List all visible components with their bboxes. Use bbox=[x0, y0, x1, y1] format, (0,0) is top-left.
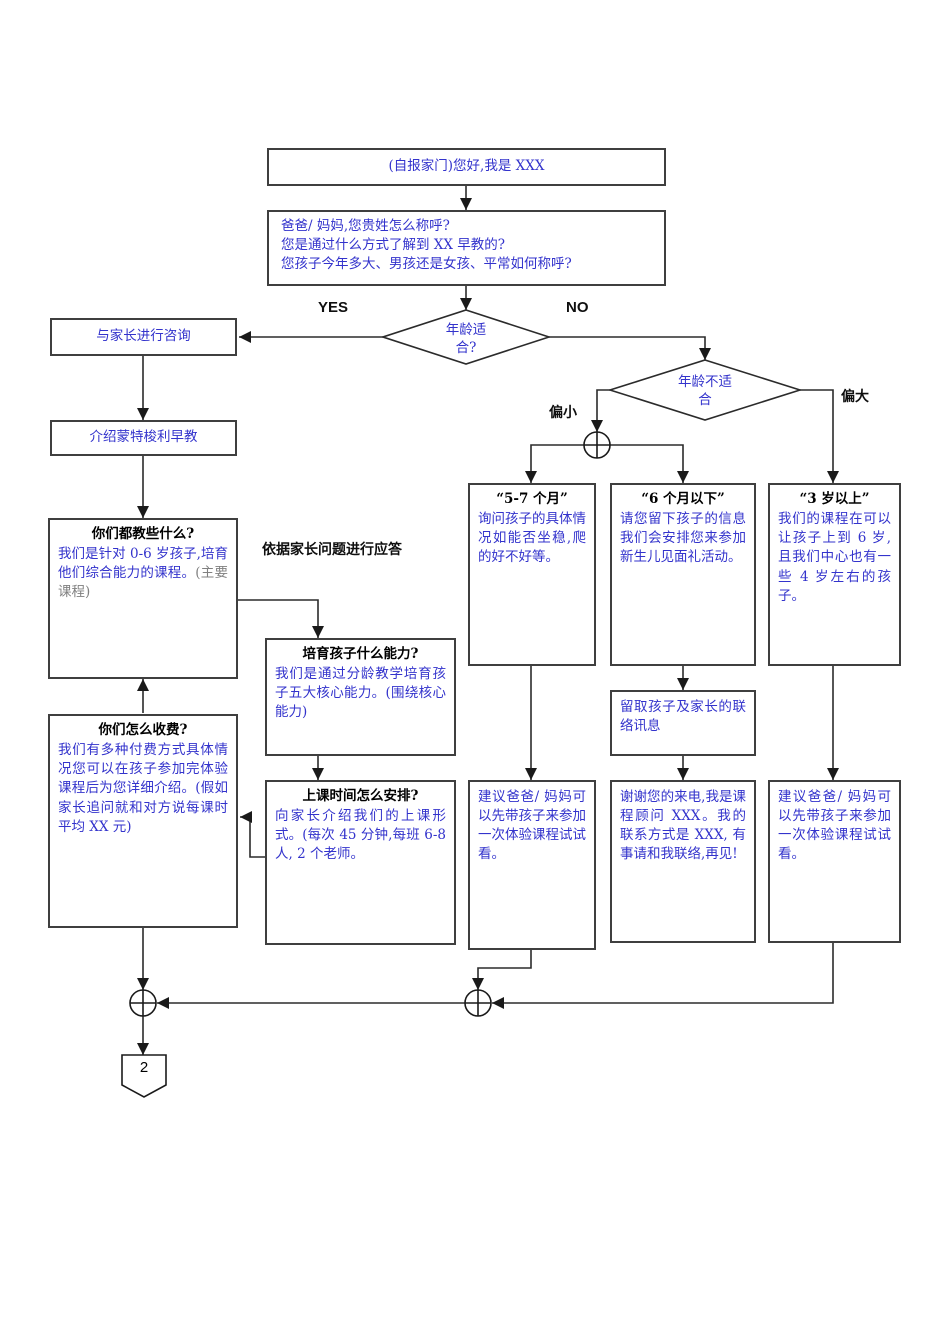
box-title: 培育孩子什么能力? bbox=[302, 646, 419, 662]
introduce-montessori-box: 介绍蒙特梭利早教 bbox=[50, 420, 237, 456]
box-body-note: (主要课程) bbox=[58, 565, 228, 601]
respond-to-questions-note: 依据家长问题进行应答 bbox=[262, 542, 402, 558]
box-body: 建议爸爸/ 妈妈可以先带孩子来参加一次体验课程试试看。 bbox=[478, 789, 586, 863]
offpage-connector-number: 2 bbox=[139, 1059, 149, 1076]
box-title: 你们怎么收费? bbox=[98, 722, 188, 738]
no-branch-label: NO bbox=[566, 299, 589, 316]
junction-plus-icon bbox=[464, 989, 492, 1017]
box-title: 你们都教些什么? bbox=[91, 526, 195, 542]
box-body: 请您留下孩子的信息我们会安排您来参加新生儿见面礼活动。 bbox=[620, 511, 746, 566]
box-body: 向家长介绍我们的上课形式。(每次 45 分钟,每班 6-8 人, 2 个老师。 bbox=[275, 808, 446, 863]
decision-line: 合 bbox=[698, 391, 712, 408]
keep-contact-info-box: 留取孩子及家长的联络讯息 bbox=[610, 690, 756, 756]
too-old-branch-label: 偏大 bbox=[841, 389, 869, 405]
box-body: 谢谢您的来电,我是课程顾问 XXX。我的联系方式是 XXX, 有事请和我联络,再… bbox=[620, 789, 746, 863]
junction-plus-icon bbox=[583, 431, 611, 459]
what-abilities-box: 培育孩子什么能力? 我们是通过分龄教学培育孩子五大核心能力。(围绕核心能力) bbox=[265, 638, 456, 756]
box-body: 询问孩子的具体情况如能否坐稳,爬的好不好等。 bbox=[478, 511, 586, 566]
box-body: 我们的课程在可以让孩子上到 6 岁,且我们中心也有一些 4 岁左右的孩子。 bbox=[778, 511, 891, 604]
box-title: “6 个月以下” bbox=[641, 491, 725, 507]
question-line: 爸爸/ 妈妈,您贵姓怎么称呼? bbox=[281, 218, 450, 234]
what-do-you-teach-box: 你们都教些什么? 我们是针对 0-6 岁孩子,培育他们综合能力的课程。(主要课程… bbox=[48, 518, 238, 679]
class-schedule-box: 上课时间怎么安排? 向家长介绍我们的上课形式。(每次 45 分钟,每班 6-8 … bbox=[265, 780, 456, 945]
age-5-7-months-box: “5-7 个月” 询问孩子的具体情况如能否坐稳,爬的好不好等。 bbox=[468, 483, 596, 666]
introduce-montessori-text: 介绍蒙特梭利早教 bbox=[89, 429, 198, 446]
consult-parent-box: 与家长进行咨询 bbox=[50, 318, 237, 356]
decision-age-unfit-label: 年龄不适 合 bbox=[645, 374, 765, 409]
intro-box: (自报家门)您好,我是 XXX bbox=[267, 148, 666, 186]
box-title: “3 岁以上” bbox=[799, 491, 870, 507]
suggest-trial-class-box-left: 建议爸爸/ 妈妈可以先带孩子来参加一次体验课程试试看。 bbox=[468, 780, 596, 950]
under-6-months-box: “6 个月以下” 请您留下孩子的信息我们会安排您来参加新生儿见面礼活动。 bbox=[610, 483, 756, 666]
decision-age-fit-shape bbox=[380, 309, 552, 365]
decision-line: 年龄不适 bbox=[678, 374, 732, 390]
intro-text: (自报家门)您好,我是 XXX bbox=[388, 158, 545, 175]
how-do-you-charge-box: 你们怎么收费? 我们有多种付费方式具体情况您可以在孩子参加完体验课程后为您详细介… bbox=[48, 714, 238, 928]
junction-plus-icon bbox=[129, 989, 157, 1017]
box-body-main: 我们是针对 0-6 岁孩子,培育他们综合能力的课程。 bbox=[58, 546, 228, 582]
decision-age-unfit-shape bbox=[607, 359, 803, 421]
box-body: 留取孩子及家长的联络讯息 bbox=[620, 699, 746, 735]
box-body: 建议爸爸/ 妈妈可以先带孩子来参加一次体验课程试试看。 bbox=[778, 789, 891, 863]
decision-line: 年龄适 bbox=[445, 322, 487, 338]
suggest-trial-class-box-right: 建议爸爸/ 妈妈可以先带孩子来参加一次体验课程试试看。 bbox=[768, 780, 901, 943]
over-3-years-box: “3 岁以上” 我们的课程在可以让孩子上到 6 岁,且我们中心也有一些 4 岁左… bbox=[768, 483, 901, 666]
opening-questions-box: 爸爸/ 妈妈,您贵姓怎么称呼? 您是通过什么方式了解到 XX 早教的? 您孩子今… bbox=[267, 210, 666, 286]
too-young-branch-label: 偏小 bbox=[549, 405, 577, 421]
box-title: 上课时间怎么安排? bbox=[302, 788, 419, 804]
box-title: “5-7 个月” bbox=[496, 491, 568, 507]
thanks-goodbye-box: 谢谢您的来电,我是课程顾问 XXX。我的联系方式是 XXX, 有事请和我联络,再… bbox=[610, 780, 756, 943]
yes-branch-label: YES bbox=[318, 299, 349, 316]
consult-parent-text: 与家长进行咨询 bbox=[96, 328, 191, 345]
offpage-connector-shape bbox=[121, 1054, 167, 1098]
decision-line: 合? bbox=[455, 339, 477, 356]
box-body: 我们是通过分龄教学培育孩子五大核心能力。(围绕核心能力) bbox=[275, 666, 446, 721]
box-body: 我们有多种付费方式具体情况您可以在孩子参加完体验课程后为您详细介绍。(假如家长追… bbox=[58, 742, 228, 835]
decision-age-fit-label: 年龄适 合? bbox=[406, 322, 526, 357]
box-body: 我们是针对 0-6 岁孩子,培育他们综合能力的课程。(主要课程) bbox=[58, 545, 228, 602]
question-line: 您是通过什么方式了解到 XX 早教的? bbox=[281, 237, 506, 254]
question-line: 您孩子今年多大、男孩还是女孩、平常如何称呼? bbox=[281, 256, 572, 273]
